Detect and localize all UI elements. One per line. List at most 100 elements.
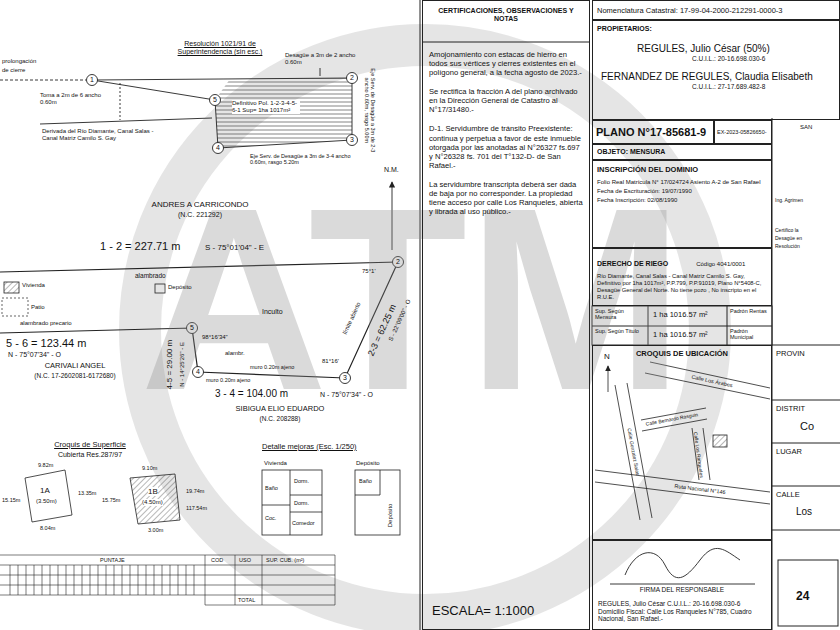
cell-text: EX-2023-05826650- <box>717 129 769 136</box>
plan-label: Dorm. <box>294 478 309 484</box>
sheet-frame <box>727 306 728 345</box>
vertex-number: 5 <box>210 96 220 104</box>
location-map <box>713 435 727 447</box>
score-table-grid <box>235 555 236 605</box>
canal-sketch <box>215 78 352 148</box>
covered-area-sketch <box>130 474 180 524</box>
neighbour-name: ANDRES A CARRICONDO <box>130 200 270 209</box>
plan-label: DISTRIT <box>776 405 805 414</box>
location-sketch-cell: CROQUIS DE UBICACIÓN <box>592 345 772 540</box>
covered-area-sketch <box>25 470 180 524</box>
neighbour-name: CARIVALI ANGEL <box>10 362 140 371</box>
object-cell: OBJETO: MENSURA <box>592 144 772 160</box>
plan-label: Dorm. <box>294 500 309 506</box>
cadastral-cell: Nomenclatura Catastral: 17-99-04-2000-21… <box>592 0 840 20</box>
plan-label: SAN <box>800 124 812 131</box>
plan-label: de cierre <box>2 67 25 74</box>
canal-sketch <box>213 143 224 154</box>
vertex-number: 4 <box>213 144 223 152</box>
cell-text: FIRMA DEL RESPONSABLE <box>598 586 766 594</box>
plan-label: Resolución 1021/91 de Superintendencia (… <box>160 40 280 56</box>
plan-label: 1A <box>40 486 50 495</box>
plan-label: Depósito <box>168 284 192 291</box>
plan-label: 24 <box>796 590 809 604</box>
plan-label: N.M. <box>384 166 399 174</box>
plan-label: Eje Serv. de Desagüe a 3m de 3-4 ancho 0… <box>250 153 360 166</box>
domain-cell: INSCRIPCIÓN DEL DOMINIO Folio Real Matríc… <box>592 160 772 248</box>
plan-label: Baño <box>359 478 372 484</box>
vertex-number: 3 <box>340 374 350 382</box>
sheet-frame <box>778 560 838 626</box>
cell-text: Amojonamiento con estacas de hierro en t… <box>429 50 583 77</box>
plan-label: 9.10m <box>142 465 157 471</box>
cell-text: C.U.I.L.: 20-16.698.030-6 <box>597 55 835 63</box>
table-cell: 1 ha 1016.57 m² <box>653 311 708 320</box>
cell-text: Código 4041/0001 <box>696 261 745 268</box>
cell-text: DERECHO DE RIEGO <box>597 260 668 268</box>
cell-text: Folio Real Matrícula N° 17/024724 Asient… <box>597 179 767 186</box>
location-map <box>703 428 710 480</box>
sheet-frame <box>772 400 840 401</box>
bearing: N - 75°07'34" - O <box>8 351 61 359</box>
table-cell: Sup. Según Título <box>595 328 645 334</box>
score-table-grid <box>205 555 206 605</box>
sheet-frame <box>772 486 840 487</box>
scale-note: ESCALA= 1:1000 <box>432 604 534 619</box>
canal-sketch <box>347 73 358 84</box>
plan-label: Resolución <box>775 244 800 250</box>
plan-label: Coc. <box>265 515 276 521</box>
canal-sketch <box>210 95 221 106</box>
cell-text: INSCRIPCIÓN DEL DOMINIO <box>597 165 767 174</box>
canal-sketch <box>87 75 98 86</box>
signature <box>610 584 755 585</box>
cell-text: Se rectifica la fracción A del plano arc… <box>429 87 583 114</box>
vertex-number: 4 <box>193 368 203 376</box>
signature <box>610 548 755 584</box>
table-cell: Padrón Rentas <box>730 308 770 314</box>
bearing: N - 75°07'34" - O <box>320 391 373 399</box>
parcel-boundary <box>4 282 19 293</box>
plan-label: 3.00m <box>148 527 163 533</box>
plan-label: (N.C. 221292) <box>130 211 270 219</box>
plan-label: Vivienda <box>264 460 287 467</box>
north-mark: N <box>604 352 610 361</box>
improvements-detail <box>355 495 380 496</box>
signature <box>625 548 740 577</box>
cell-text: La servidumbre transcripta deberá ser da… <box>429 180 583 216</box>
improvements-detail <box>290 512 322 513</box>
cell-text: D-1. Servidumbre de tránsito Preexistent… <box>429 124 583 170</box>
plan-label: Eje Serv. de Desagüe a 3m de 2-3 ancho 0… <box>364 65 377 155</box>
plan-label: Comedor <box>292 520 315 526</box>
plan-label: CALLE <box>776 491 800 500</box>
score-table-grid <box>0 555 335 556</box>
owners-cell: PROPIETARIOS:REGULES, Julio César (50%)C… <box>592 20 840 120</box>
plan-label: 15.75m <box>102 497 120 503</box>
plan-label: 117.54m <box>186 505 207 511</box>
covered-area-sketch <box>25 470 72 522</box>
cell-text: C.U.I.L.: 27-17.689.482-8 <box>597 83 835 91</box>
plan-label: alambrado precario <box>20 320 72 327</box>
side-dimension: 1 - 2 = 227.71 m <box>100 240 180 253</box>
table-cell: PUNTAJE <box>100 557 125 563</box>
plan-label: LUGAR <box>776 448 802 457</box>
plan-label: alambrado <box>135 272 166 279</box>
irrigation-cell: DERECHO DE RIEGOCódigo 4041/0001Río Diam… <box>592 248 772 306</box>
plan-label: Certifico la <box>775 228 799 234</box>
plan-label: Inculto <box>262 308 283 316</box>
signature-cell: FIRMA DEL RESPONSABLEREGULES, Julio Césa… <box>592 540 772 630</box>
score-table-grid <box>10 565 194 595</box>
plan-label: 9.82m <box>38 462 53 468</box>
plan-label: Detalle mejoras (Esc. 1/250) <box>262 443 357 452</box>
neighbour-name: SIBIGUA ELIO EDUARDO <box>205 405 355 414</box>
angle: 98°16'34" <box>202 334 228 341</box>
table-cell: COD <box>211 557 223 563</box>
plan-label: Baño <box>265 485 278 491</box>
side-dimension: 3 - 4 = 104.00 m <box>215 388 288 400</box>
vertex-number: 2 <box>393 258 403 266</box>
improvements-detail <box>290 470 291 535</box>
plan-label: 19.74m <box>186 488 204 494</box>
cell-text: FERNANDEZ DE REGULES, Claudia Elisabeth <box>597 71 835 83</box>
improvements-detail <box>262 470 400 535</box>
canal-sketch <box>0 80 86 81</box>
sheet-frame <box>422 42 590 43</box>
